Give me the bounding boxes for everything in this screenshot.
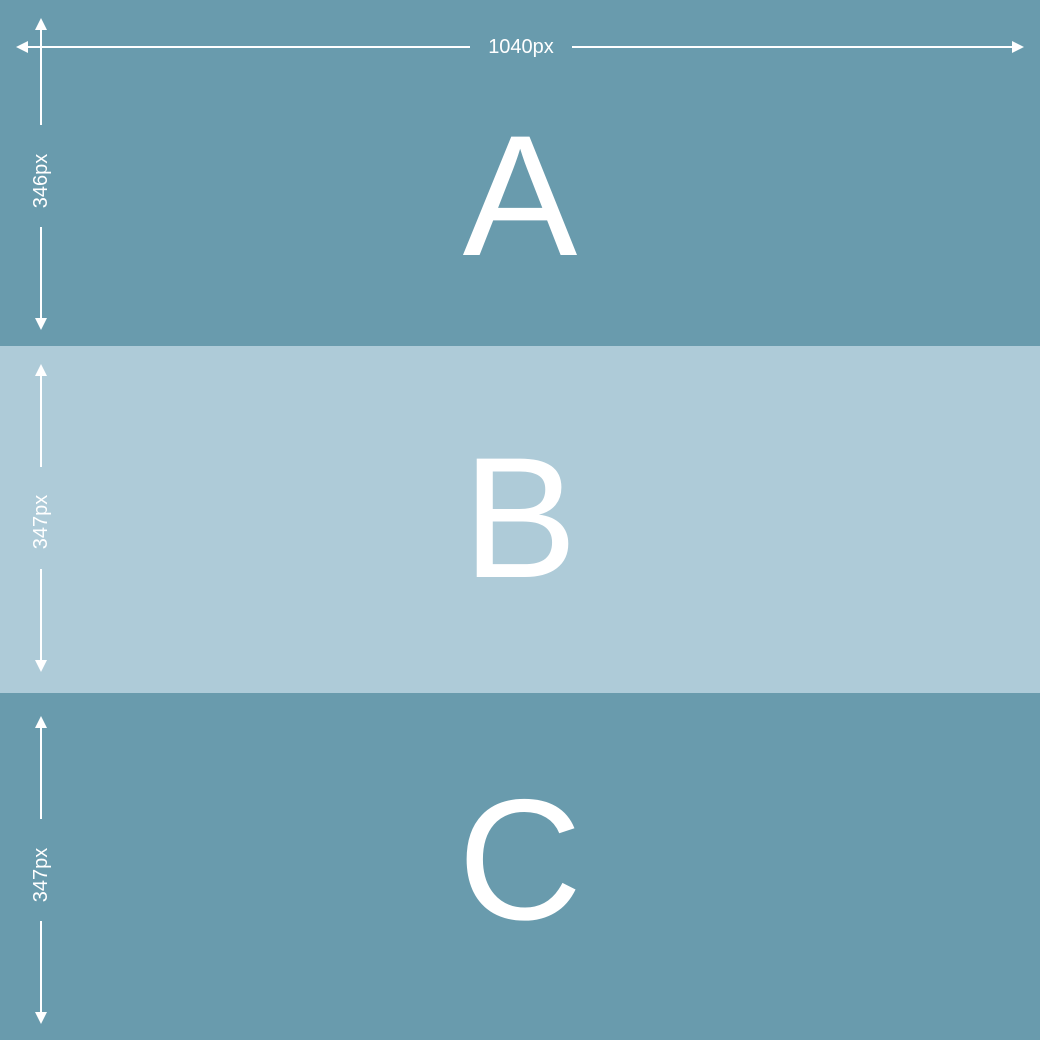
section-b-letter: B [462,422,578,614]
width-arrowhead-right [1012,41,1024,53]
section-a-arrowhead-top [35,18,47,30]
section-b-height-label: 347px [30,495,52,550]
section-c-band [0,693,1040,1040]
section-a-letter: A [462,100,578,292]
section-a-arrowhead-bottom [35,318,47,330]
section-c-letter: C [457,764,583,956]
section-a-height-dimension: 346px [30,18,52,330]
section-c-height-dimension: 347px [30,716,52,1024]
width-arrowhead-left [16,41,28,53]
section-b-height-dimension: 347px [30,364,52,672]
section-a-band [0,0,1040,346]
width-dimension: 1040px [16,36,1024,58]
section-a-height-label: 346px [30,154,52,209]
section-c-arrowhead-bottom [35,1012,47,1024]
section-b-band [0,346,1040,693]
section-b-arrowhead-bottom [35,660,47,672]
width-label: 1040px [488,36,554,58]
section-c-height-label: 347px [30,848,52,903]
section-b-arrowhead-top [35,364,47,376]
section-c-arrowhead-top [35,716,47,728]
